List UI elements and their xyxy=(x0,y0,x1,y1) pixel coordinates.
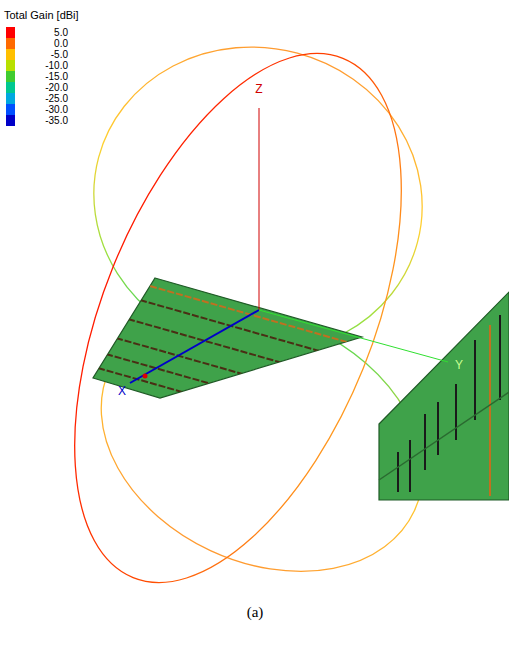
antenna-strips xyxy=(379,315,509,496)
colorbar-swatch xyxy=(6,71,15,82)
colorbar-value: -25.0 xyxy=(18,93,68,104)
figure-caption: (a) xyxy=(247,604,264,621)
antenna-board xyxy=(379,292,509,500)
colorbar-swatch xyxy=(6,115,15,126)
pattern-lobe xyxy=(8,8,468,628)
colorbar-value: -10.0 xyxy=(18,60,68,71)
pattern-lobe xyxy=(59,10,456,389)
colorbar-value: -35.0 xyxy=(18,115,68,126)
z-axis xyxy=(259,108,260,310)
colorbar-swatch xyxy=(6,93,15,104)
feed-point xyxy=(143,374,148,379)
colorbar-swatch xyxy=(6,27,15,38)
colorbar-swatch xyxy=(6,60,15,71)
axis-label: X xyxy=(118,384,126,398)
x-axis xyxy=(130,310,259,383)
colorbar-swatch xyxy=(6,38,15,49)
colorbar-value: -20.0 xyxy=(18,82,68,93)
colorbar-value: -5.0 xyxy=(18,49,68,60)
antenna-strips xyxy=(98,286,410,442)
axis-label: Z xyxy=(255,82,262,96)
colorbar-value: -15.0 xyxy=(18,71,68,82)
colorbar-title: Total Gain [dBi] xyxy=(4,9,79,21)
y-axis xyxy=(259,310,448,362)
antenna-board xyxy=(93,278,362,398)
colorbar-swatch xyxy=(6,104,15,115)
colorbar-value: 5.0 xyxy=(18,27,68,38)
colorbar-value: 0.0 xyxy=(18,38,68,49)
axis-label: Y xyxy=(455,358,463,372)
colorbar-value: -30.0 xyxy=(18,104,68,115)
colorbar-swatch xyxy=(6,82,15,93)
colorbar-swatch xyxy=(6,49,15,60)
